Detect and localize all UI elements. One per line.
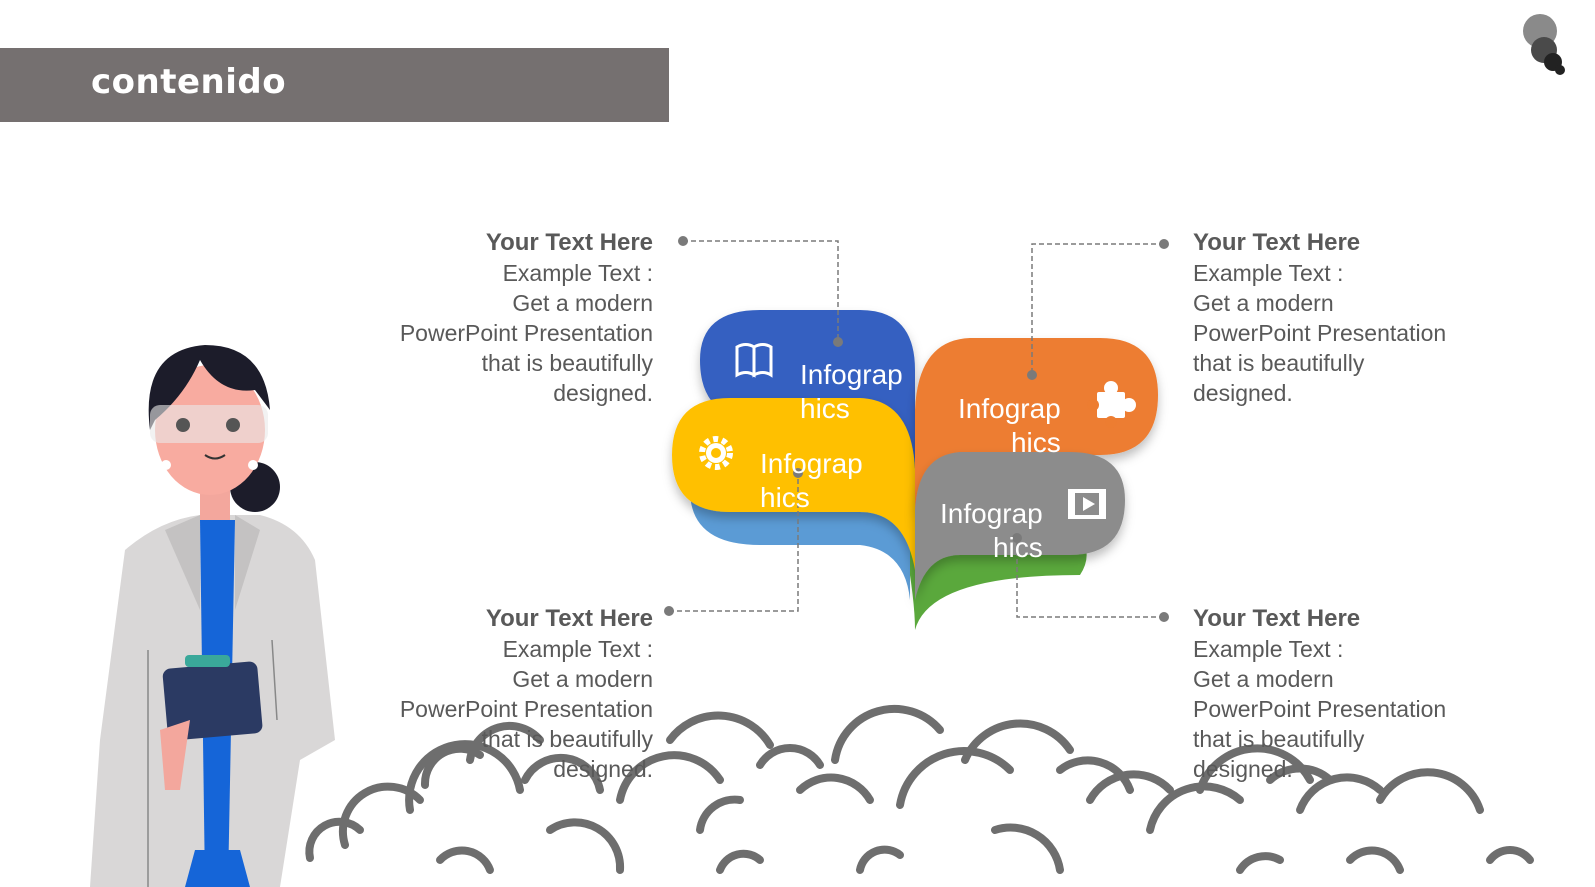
book-icon <box>735 343 773 378</box>
scientist-illustration <box>90 345 335 887</box>
callout-heading: Your Text Here <box>1193 229 1361 256</box>
pill-label-blue: Infograp hics <box>800 359 903 424</box>
pill-yellow <box>672 398 915 570</box>
callout-body: Example Text : Get a modern PowerPoint P… <box>1193 260 1447 406</box>
pill-label-orange: Infograp hics <box>958 393 1061 458</box>
callout-body: Example Text : Get a modern PowerPoint P… <box>1193 636 1447 782</box>
connector-lines <box>669 240 1164 618</box>
callout-bottom-left: Your Text Here Example Text : Get a mode… <box>353 604 653 784</box>
connector-dots <box>664 236 1169 622</box>
pill-orange <box>915 338 1158 520</box>
title-bar: contenido <box>0 48 669 122</box>
callout-heading: Your Text Here <box>485 605 653 632</box>
puzzle-icon <box>1087 381 1136 428</box>
page-title: contenido <box>91 62 287 102</box>
infographic-base <box>690 490 1087 630</box>
callout-top-left: Your Text Here Example Text : Get a mode… <box>353 228 653 408</box>
callout-heading: Your Text Here <box>485 229 653 256</box>
callout-body: Example Text : Get a modern PowerPoint P… <box>399 260 653 406</box>
film-icon <box>1068 489 1106 519</box>
callout-bottom-right: Your Text Here Example Text : Get a mode… <box>1193 604 1513 784</box>
logo-icon <box>1523 14 1565 75</box>
pill-label-gray: Infograp hics <box>940 498 1043 563</box>
callout-top-right: Your Text Here Example Text : Get a mode… <box>1193 228 1513 408</box>
callout-heading: Your Text Here <box>1193 605 1361 632</box>
pill-label-yellow: Infograp hics <box>760 448 863 513</box>
callout-body: Example Text : Get a modern PowerPoint P… <box>399 636 653 782</box>
clouds-decoration <box>305 704 1534 874</box>
gear-icon <box>699 436 733 470</box>
